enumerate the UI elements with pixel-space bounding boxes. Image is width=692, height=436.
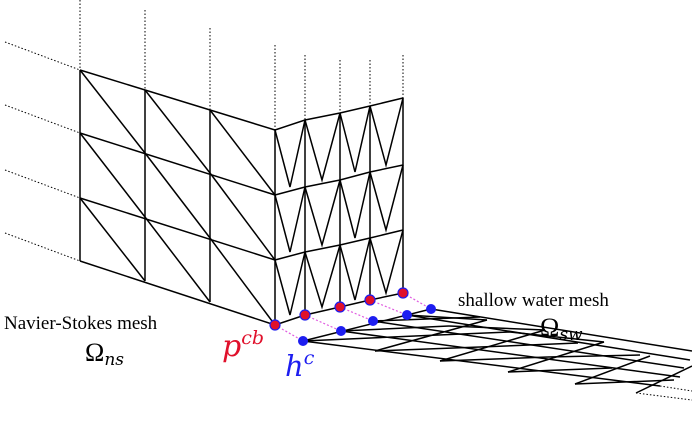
ns-mesh-left-face bbox=[79, 69, 276, 326]
sw-mesh-right-extensions bbox=[635, 385, 692, 401]
height-nodes bbox=[298, 304, 436, 346]
sw-domain-label: Ωsw bbox=[540, 313, 583, 345]
height-node bbox=[402, 310, 412, 320]
height-node bbox=[298, 336, 308, 346]
height-node bbox=[368, 316, 378, 326]
ns-mesh-label: Navier-Stokes mesh bbox=[4, 313, 158, 334]
sw-mesh-label: shallow water mesh bbox=[458, 290, 609, 311]
ns-domain-label: Ωns bbox=[85, 338, 124, 370]
pressure-node bbox=[364, 294, 376, 306]
ns-mesh-top-extensions bbox=[79, 0, 404, 130]
pressure-node bbox=[397, 287, 409, 299]
coupling-link bbox=[339, 306, 374, 322]
pressure-label: pcb bbox=[222, 327, 264, 364]
coupling-link bbox=[304, 314, 342, 332]
coupling-link bbox=[369, 299, 408, 316]
height-node bbox=[426, 304, 436, 314]
pressure-node bbox=[269, 319, 281, 331]
ns-mesh-left-extensions bbox=[4, 41, 81, 262]
ns-mesh-front-face bbox=[274, 97, 404, 326]
pressure-node bbox=[299, 309, 311, 321]
pressure-node bbox=[334, 301, 346, 313]
sw-mesh bbox=[302, 308, 692, 394]
height-label: hc bbox=[285, 347, 315, 383]
pressure-nodes bbox=[269, 287, 409, 331]
height-node bbox=[336, 326, 346, 336]
